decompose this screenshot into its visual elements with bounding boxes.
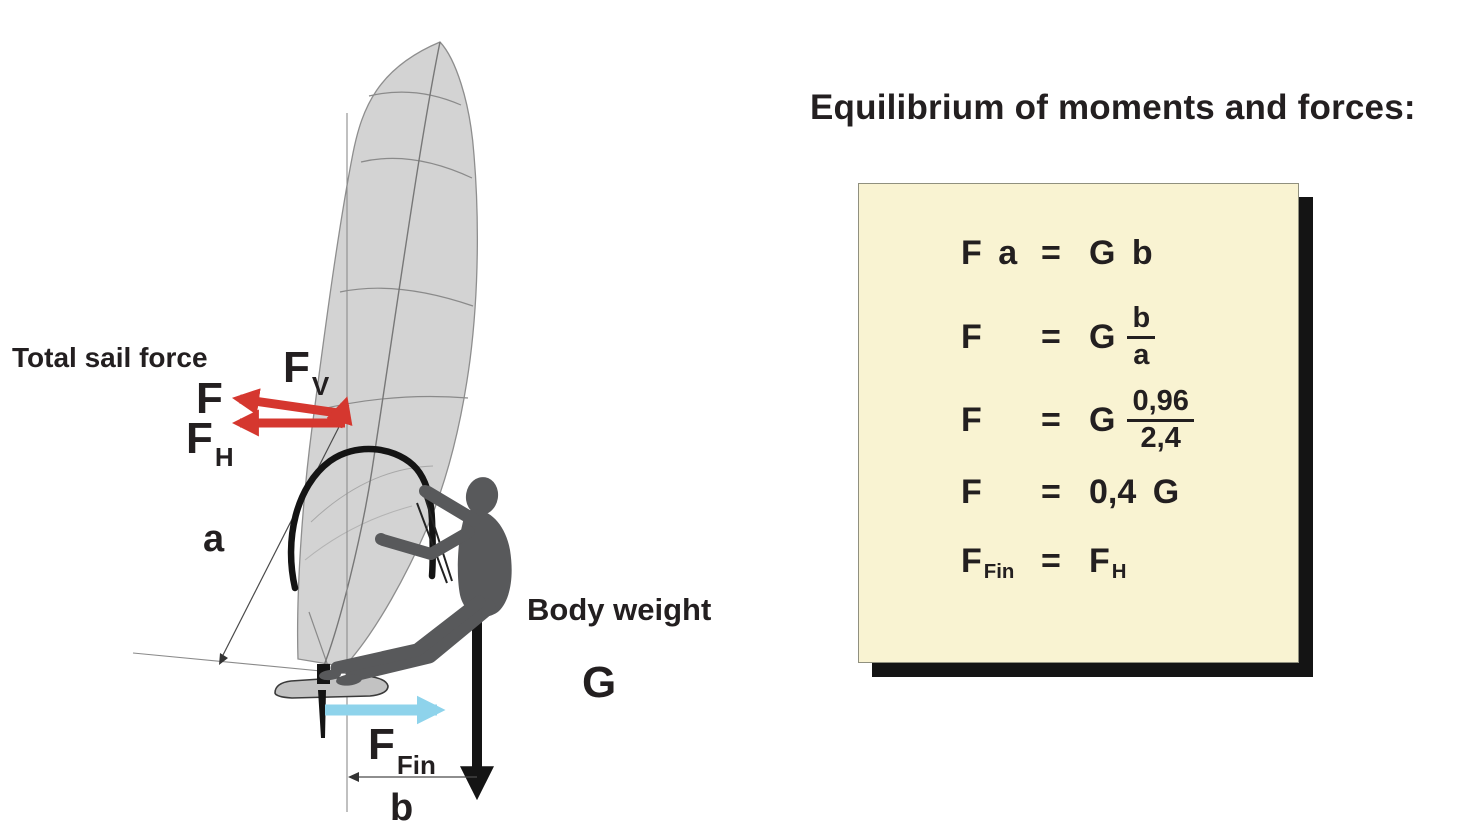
surfer-rear-arm bbox=[420, 485, 481, 527]
windsurfer-silhouette bbox=[319, 477, 512, 686]
surfer-foot bbox=[336, 674, 362, 686]
fraction: 0,96 2,4 bbox=[1127, 385, 1194, 455]
windsurfer-diagram: Total sail force F FH FV a b FFin Body w… bbox=[12, 41, 711, 829]
equation-row-f-result: F = 0,4 G bbox=[961, 473, 1194, 512]
force-fh-label: FH bbox=[186, 414, 234, 472]
dimension-a-label: a bbox=[203, 518, 225, 560]
equation-row-fin: FFin = FH bbox=[961, 541, 1194, 583]
equation-rhs: G b a bbox=[1089, 302, 1194, 372]
force-ffin-label: FFin bbox=[368, 720, 436, 780]
page-title: Equilibrium of moments and forces: bbox=[810, 88, 1416, 127]
sail-seam bbox=[360, 157, 473, 179]
fraction-numerator: b bbox=[1127, 302, 1156, 339]
equation-rhs-coefficient: G bbox=[1089, 317, 1116, 356]
dimension-b-arrowhead bbox=[348, 772, 359, 782]
surfer-head bbox=[465, 477, 499, 515]
weight-g-label: G bbox=[582, 658, 616, 707]
sail-seam bbox=[368, 91, 462, 106]
equation-lhs: F a bbox=[961, 234, 1018, 272]
equation-rhs: G 0,96 2,4 bbox=[1089, 385, 1194, 455]
fraction-numerator: 0,96 bbox=[1127, 385, 1194, 422]
dimension-a-arrowhead bbox=[219, 653, 228, 665]
equals-sign: = bbox=[1041, 400, 1061, 439]
dimension-a-line bbox=[220, 416, 345, 660]
equals-sign: = bbox=[1041, 317, 1061, 356]
equation-rhs: FH bbox=[1089, 541, 1127, 583]
equation-lhs: F bbox=[961, 472, 982, 511]
force-f-label: F bbox=[196, 374, 223, 423]
sail-seam bbox=[339, 287, 474, 307]
vertical-force-arrow bbox=[326, 396, 353, 429]
harness-line bbox=[423, 493, 453, 582]
surfer-front-arm bbox=[377, 526, 475, 560]
total-sail-force-label: Total sail force bbox=[12, 342, 208, 373]
equals-sign: = bbox=[1041, 541, 1061, 580]
sail bbox=[296, 41, 478, 667]
surfer-leg bbox=[330, 595, 486, 675]
fraction: b a bbox=[1127, 302, 1156, 372]
force-fv-label: FV bbox=[283, 343, 330, 401]
boom bbox=[287, 445, 436, 592]
dimension-b-label: b bbox=[390, 787, 413, 829]
surfer-hand bbox=[419, 485, 431, 497]
surfer-hand bbox=[375, 533, 387, 545]
harness-line bbox=[416, 502, 448, 584]
equation-row-f-numeric-fraction: F = G 0,96 2,4 bbox=[961, 385, 1194, 455]
sail-window-curve bbox=[304, 505, 413, 561]
equation-lhs: F bbox=[961, 317, 982, 356]
equation-rhs: G b bbox=[1089, 234, 1153, 272]
fin bbox=[318, 690, 326, 738]
subscript: Fin bbox=[983, 560, 1015, 583]
fraction-denominator: a bbox=[1133, 338, 1150, 371]
surfer-foot bbox=[319, 669, 341, 681]
equation-lhs: F bbox=[961, 400, 982, 439]
equals-sign: = bbox=[1041, 234, 1061, 272]
equation-row-moments: F a = G b bbox=[961, 234, 1194, 273]
surfer-leg bbox=[345, 598, 496, 682]
equation-rhs: 0,4 G bbox=[1089, 472, 1180, 511]
equation-rhs-coefficient: G bbox=[1089, 400, 1116, 439]
subscript: H bbox=[1111, 560, 1127, 583]
equation-lhs: FFin bbox=[961, 541, 1015, 583]
equations-list: F a = G b F = G b a F = G bbox=[961, 234, 1194, 583]
mast-curve bbox=[322, 41, 441, 669]
body-weight-label: Body weight bbox=[527, 592, 711, 627]
sail-seam bbox=[308, 611, 329, 667]
equation-row-f-gba: F = G b a bbox=[961, 302, 1194, 372]
equations-box: F a = G b F = G b a F = G bbox=[858, 183, 1299, 663]
fraction-denominator: 2,4 bbox=[1140, 421, 1181, 454]
equals-sign: = bbox=[1041, 472, 1061, 511]
